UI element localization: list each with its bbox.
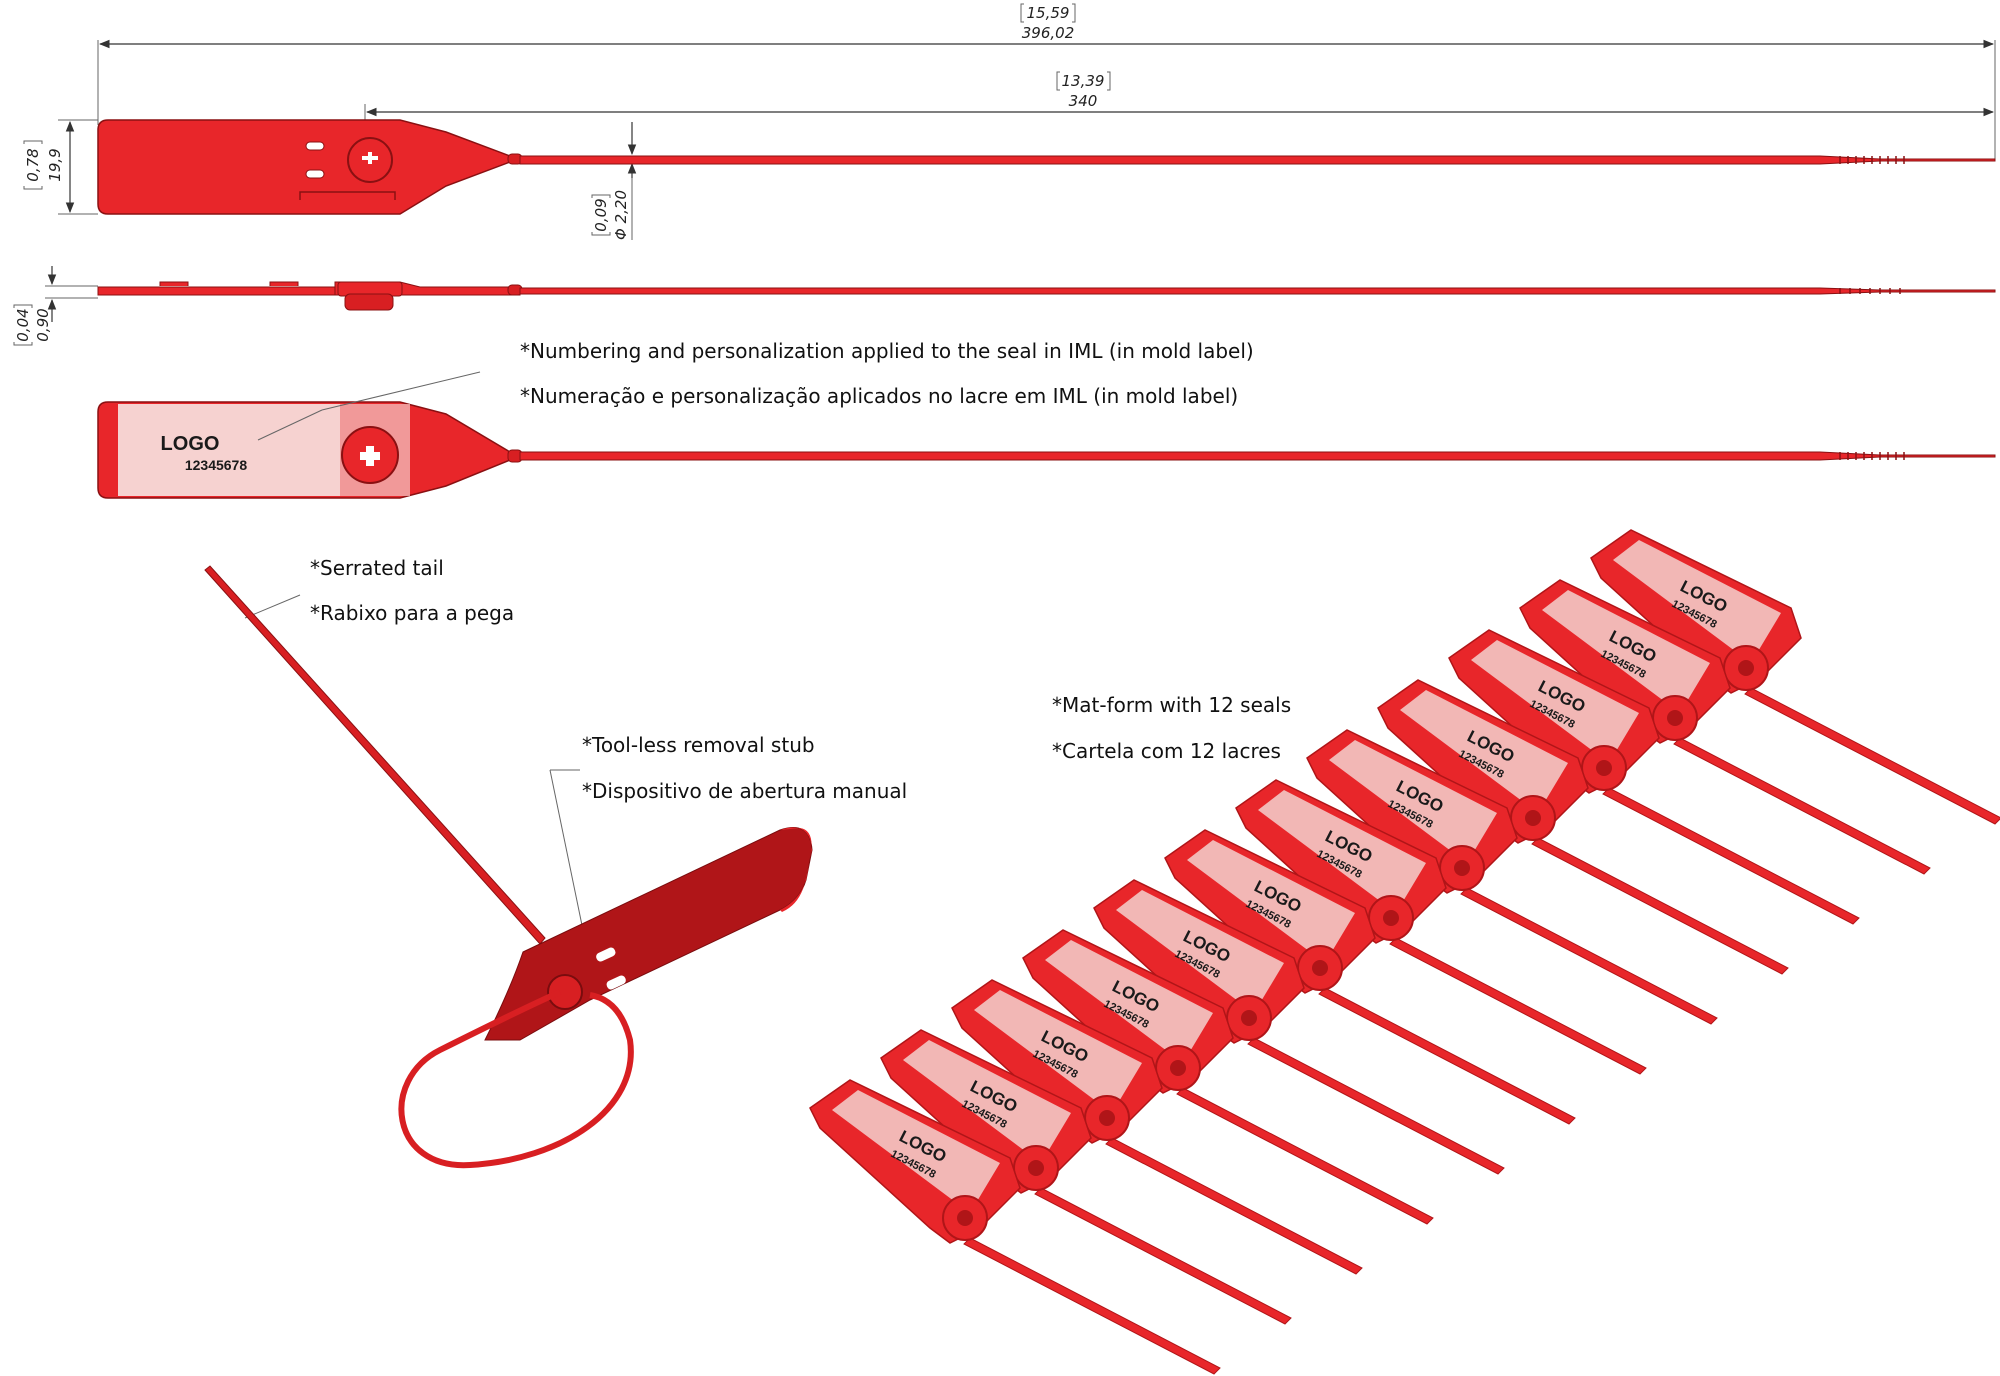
thickness-dimension: 0,04 0,90 <box>13 266 98 346</box>
mat-seal-strap <box>1531 837 1789 975</box>
mat-seal-strap <box>1602 787 1860 925</box>
label-number-text: 12345678 <box>185 457 248 473</box>
diameter-mm: Φ 2,20 <box>612 190 630 240</box>
mat-seal-label <box>1187 840 1355 963</box>
note-stub-en: *Tool-less removal stub <box>582 733 815 757</box>
overall-length-dimension: 15,59 396,02 <box>97 3 1996 160</box>
mat-seal-lock-center <box>1525 810 1541 826</box>
mat-seal-label <box>1542 590 1710 713</box>
mat-seal-strap <box>1389 937 1647 1075</box>
mat-seal-strap <box>1105 1137 1363 1275</box>
diameter-dimension: 0,09 Φ 2,20 <box>591 122 637 240</box>
seal-side-view <box>97 281 1996 311</box>
overall-length-mm: 396,02 <box>1022 24 1075 42</box>
stub-leader-line-b <box>549 769 585 936</box>
label-logo-text: LOGO <box>161 433 220 455</box>
thickness-inch: 0,04 <box>14 308 32 341</box>
note-stub-pt: *Dispositivo de abertura manual <box>582 779 907 803</box>
height-inch: 0,78 <box>24 148 42 181</box>
mat-seal-lock-center <box>957 1210 973 1226</box>
overall-length-inch: 15,59 <box>1027 4 1070 22</box>
mat-seal-label <box>1613 540 1781 663</box>
strap-length-inch: 13,39 <box>1062 72 1105 90</box>
note-tail-en: *Serrated tail <box>310 556 444 580</box>
mat-seal-strap <box>1744 687 2000 825</box>
mat-seal-label <box>974 990 1142 1113</box>
tail-leader-line <box>244 594 301 619</box>
note-iml-pt: *Numeração e personalização aplicados no… <box>520 384 1238 408</box>
mat-seal-label <box>832 1090 1000 1213</box>
strap-length-dimension: 13,39 340 <box>364 71 1995 155</box>
note-mat-pt: *Cartela com 12 lacres <box>1052 739 1281 763</box>
mat-seal-label <box>1045 940 1213 1063</box>
note-mat-en: *Mat-form with 12 seals <box>1052 693 1291 717</box>
mat-seal-strap <box>1034 1187 1292 1325</box>
mat-seal-label <box>1329 740 1497 863</box>
mat-seal-strap <box>1318 987 1576 1125</box>
strap-length-mm: 340 <box>1069 92 1098 110</box>
mat-seal-lock-center <box>1170 1060 1186 1076</box>
seal-isometric-closed <box>204 565 813 1169</box>
mat-seal-label <box>1471 640 1639 763</box>
mat-seal-lock-center <box>1738 660 1754 676</box>
mat-seal-lock-center <box>1241 1010 1257 1026</box>
mat-seal-label <box>1400 690 1568 813</box>
mat-seal-strap <box>1673 737 1931 875</box>
note-tail-pt: *Rabixo para a pega <box>310 601 514 625</box>
mat-seal-lock-center <box>1596 760 1612 776</box>
mat-seal-lock-center <box>1028 1160 1044 1176</box>
mat-seal-lock-center <box>1667 710 1683 726</box>
seal-top-view <box>97 119 1996 215</box>
mat-seal-strap <box>1176 1087 1434 1225</box>
mat-seal-lock-center <box>1383 910 1399 926</box>
thickness-mm: 0,90 <box>34 308 52 341</box>
height-dimension: 0,78 19,9 <box>23 119 98 215</box>
mat-seal-lock-center <box>1454 860 1470 876</box>
mat-seal-strap <box>1460 887 1718 1025</box>
height-mm: 19,9 <box>46 148 64 181</box>
mat-seal-lock-center <box>1099 1110 1115 1126</box>
mat-seal-lock-center <box>1312 960 1328 976</box>
mat-seal-strap <box>963 1237 1221 1375</box>
mat-seal-label <box>903 1040 1071 1163</box>
seal-label-view: LOGO 12345678 <box>97 371 1996 499</box>
mat-form-12-seals: LOGO12345678LOGO12345678LOGO12345678LOGO… <box>809 529 2000 1375</box>
mat-seal-label <box>1258 790 1426 913</box>
diameter-inch: 0,09 <box>592 198 610 231</box>
note-iml-en: *Numbering and personalization applied t… <box>520 339 1254 363</box>
mat-seal-strap <box>1247 1037 1505 1175</box>
mat-seal-label <box>1116 890 1284 1013</box>
